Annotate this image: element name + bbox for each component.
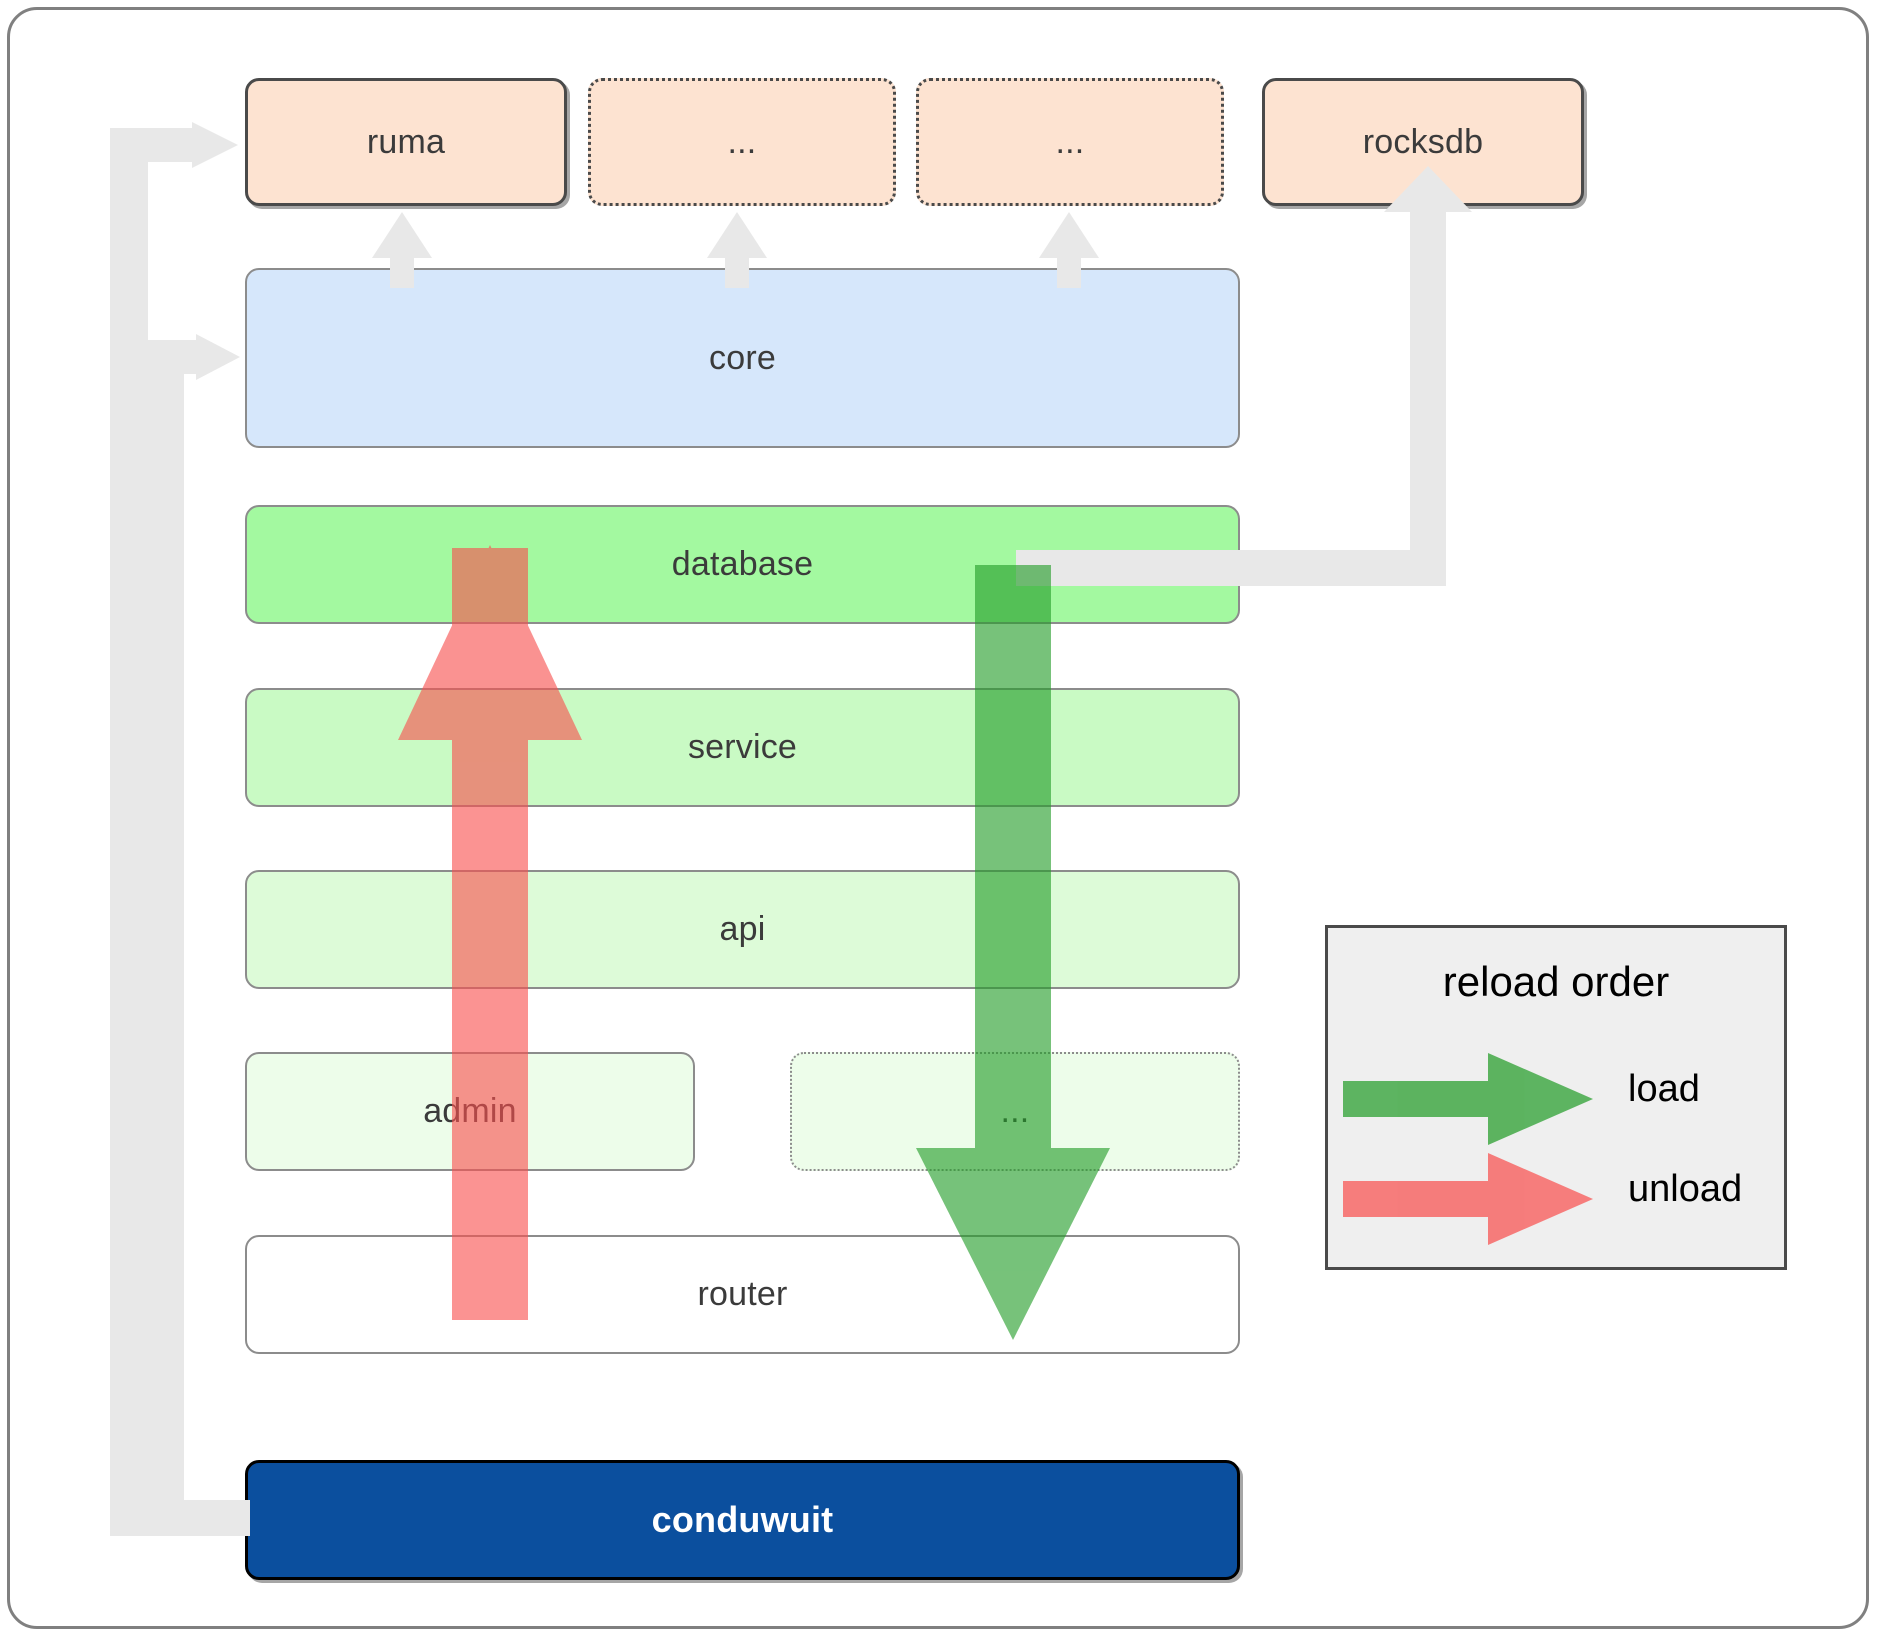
legend-title: reload order xyxy=(1442,958,1670,1005)
node-conduwuit-label: conduwuit xyxy=(651,1499,834,1540)
node-service[interactable]: service xyxy=(245,688,1240,807)
node-core[interactable]: core xyxy=(245,268,1240,448)
node-api-label: api xyxy=(719,910,766,948)
node-ruma[interactable]: ruma xyxy=(245,78,567,206)
node-core-label: core xyxy=(709,338,776,377)
legend-load-arrow-icon xyxy=(1343,1053,1593,1145)
legend-row-unload: unload xyxy=(1328,1153,1784,1245)
legend-row-load: load xyxy=(1328,1053,1784,1145)
node-ellipsis-mid[interactable]: ... xyxy=(790,1052,1240,1171)
node-rocksdb[interactable]: rocksdb xyxy=(1262,78,1584,206)
node-ellipsis-mid-label: ... xyxy=(1000,1092,1030,1130)
node-api[interactable]: api xyxy=(245,870,1240,989)
legend-unload-label: unload xyxy=(1628,1168,1743,1210)
node-router[interactable]: router xyxy=(245,1235,1240,1354)
node-ellipsis-top-1[interactable]: ... xyxy=(588,78,896,206)
legend-unload-arrow-icon xyxy=(1343,1153,1593,1245)
node-database-label: database xyxy=(671,545,814,583)
node-database[interactable]: database xyxy=(245,505,1240,624)
legend-load-label: load xyxy=(1628,1068,1700,1110)
node-admin-label: admin xyxy=(423,1092,517,1130)
diagram-frame xyxy=(7,7,1869,1629)
node-service-label: service xyxy=(687,728,798,766)
node-ellipsis-top-1-label: ... xyxy=(727,122,757,161)
node-router-label: router xyxy=(697,1275,788,1313)
node-ellipsis-top-2-label: ... xyxy=(1055,122,1085,161)
node-ellipsis-top-2[interactable]: ... xyxy=(916,78,1224,206)
node-conduwuit[interactable]: conduwuit xyxy=(245,1460,1240,1580)
node-rocksdb-label: rocksdb xyxy=(1362,122,1484,161)
node-admin[interactable]: admin xyxy=(245,1052,695,1171)
node-ruma-label: ruma xyxy=(366,122,446,161)
legend-reload-order: reload order load unload xyxy=(1325,925,1787,1270)
